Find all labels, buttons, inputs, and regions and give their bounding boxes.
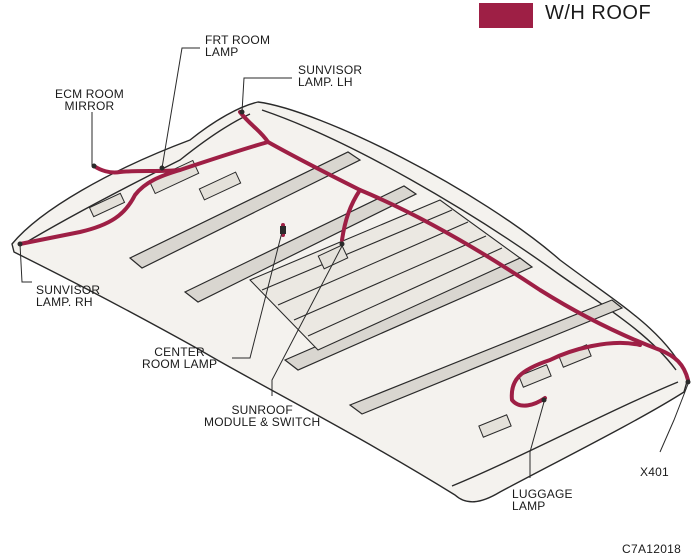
leader-luggage-lamp <box>529 401 545 478</box>
leader-sunvisor-lamp-rh <box>19 243 32 283</box>
connector-markers <box>17 109 691 403</box>
roof-bows <box>128 151 624 415</box>
harness-center-branch <box>340 188 362 242</box>
callout-luggage-lamp: LUGGAGE LAMP <box>512 487 573 513</box>
callout-sunvisor-lamp-rh: SUNVISOR LAMP. RH <box>36 283 101 309</box>
figure-code: C7A12018 <box>622 542 682 556</box>
front-console <box>88 159 592 438</box>
harness-front-branch <box>18 140 270 246</box>
harness-luggage-branch <box>509 340 642 408</box>
front-header-edge <box>19 113 251 247</box>
roof-bow-1 <box>128 151 362 269</box>
callout-center-room-lamp: CENTER ROOM LAMP <box>142 345 218 371</box>
leader-frt-room-lamp <box>161 47 200 169</box>
callout-x401: X401 <box>640 465 669 479</box>
legend-title: W/H ROOF <box>545 2 652 24</box>
leader-x401 <box>659 383 689 453</box>
roof-wiring-harness <box>18 110 690 408</box>
roof-bow-2 <box>183 185 418 303</box>
roof-bow-4 <box>348 299 624 415</box>
callout-frt-room-lamp: FRT ROOM LAMP <box>205 33 271 59</box>
callout-leaders <box>19 47 689 478</box>
harness-mirror-branch <box>92 164 182 175</box>
leader-sunroof-module <box>271 245 343 396</box>
callout-ecm-room-mirror: ECM ROOM MIRROR <box>55 87 124 113</box>
rear-edge <box>451 381 679 487</box>
leader-sunvisor-lamp-lh <box>241 77 292 113</box>
callout-sunvisor-lamp-lh: SUNVISOR LAMP. LH <box>298 63 363 89</box>
harness-color-swatch <box>479 3 533 28</box>
callout-sunroof-module-switch: SUNROOF MODULE & SWITCH <box>204 403 321 429</box>
right-side-rail <box>261 109 677 371</box>
leader-center-room-lamp <box>232 231 283 359</box>
